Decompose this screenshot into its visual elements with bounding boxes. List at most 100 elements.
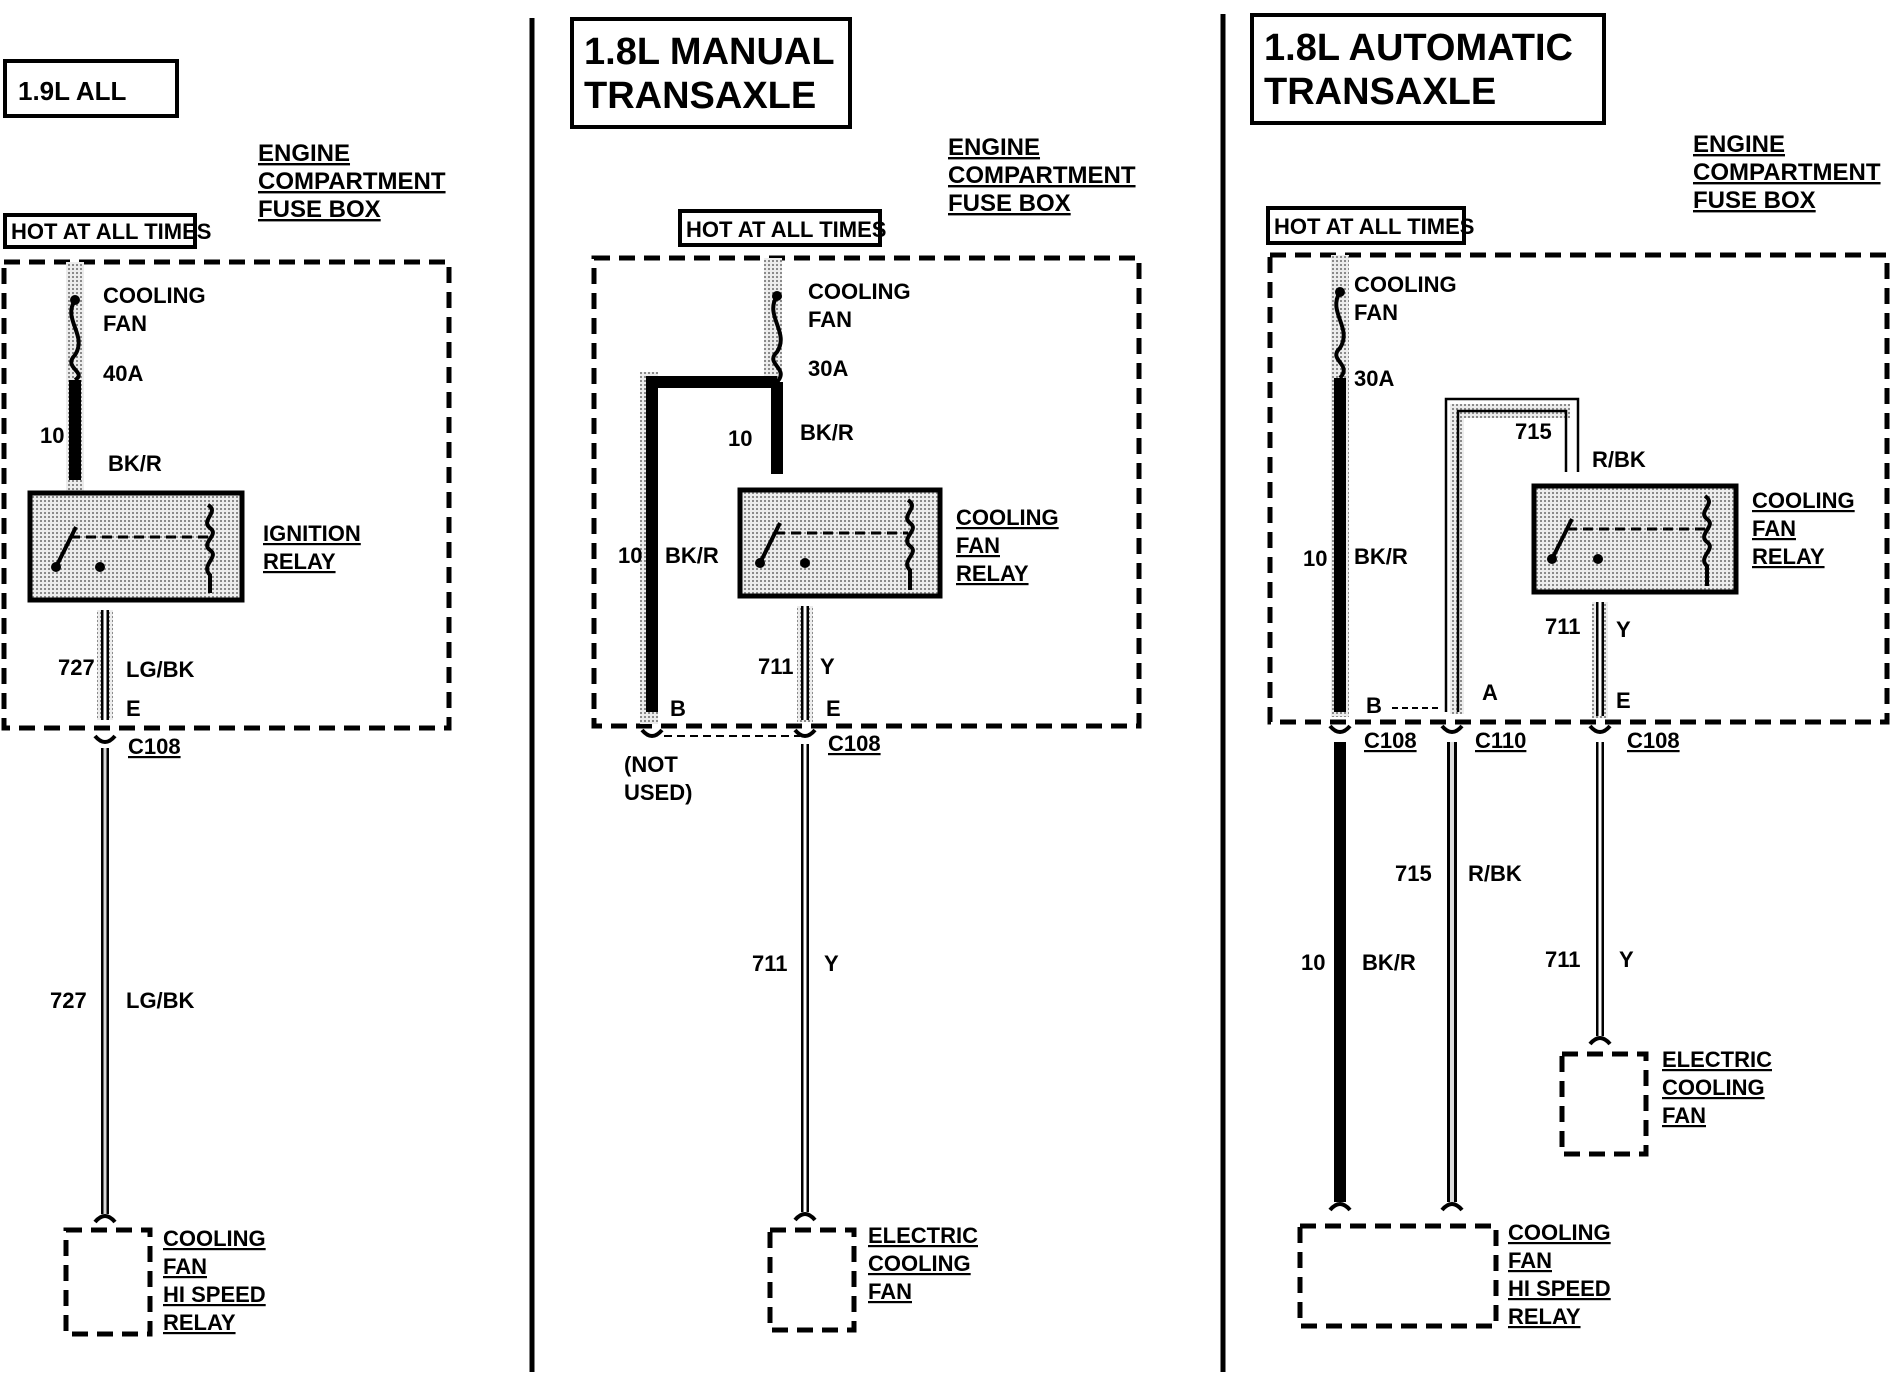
branch-wire [646,376,777,712]
feed-circuit-number: 10 [1303,546,1327,571]
connector-symbol [1328,1202,1352,1212]
load-label: RELAY [1508,1304,1581,1329]
connector-symbol [1588,724,1612,734]
load-label: ELECTRIC [868,1223,978,1248]
fuse-rating: 30A [1354,366,1394,391]
coil-feed-wire [1456,409,1568,712]
fuse-box-label: COMPARTMENT [948,162,1136,189]
fuse-rating: 40A [103,361,143,386]
coil-feed-wire [1444,397,1580,712]
relay-contact-point [1593,554,1603,564]
connector-label: C108 [1364,728,1417,753]
relay-contact-point [755,558,765,568]
relay-label: RELAY [956,561,1029,586]
fuse-box-label: ENGINE [1693,131,1785,158]
panel-1-8l-automatic: 1.8L AUTOMATIC TRANSAXLE ENGINE COMPARTM… [1250,13,1890,1329]
connector-symbol [793,728,817,738]
coil-circuit-number: 715 [1515,419,1552,444]
fuse-box-label: FUSE BOX [948,190,1071,217]
output-wire-color: Y [820,654,835,679]
fuse-box-outline [1,259,452,731]
fuse-symbol [1334,290,1346,380]
relay-label: COOLING [1752,488,1855,513]
feed-wire-color: BK/R [800,420,854,445]
connector-label: C110 [1475,728,1526,753]
load-label: COOLING [1508,1220,1611,1245]
fuse-name: FAN [103,311,147,336]
relay-contact [1550,518,1574,560]
harness-wire-color: Y [1619,947,1634,972]
panel-title: 1.8L MANUAL [584,31,835,73]
pin-label: B [1366,693,1382,718]
hot-at-all-times-box [678,209,882,247]
output-wire-color: LG/BK [126,657,195,682]
hot-at-all-times-label: HOT AT ALL TIMES [1274,214,1474,239]
cooling-fan-relay [1531,483,1739,595]
fuse-symbol [69,298,81,382]
relay-contact-point [800,558,810,568]
coil-wire-color: R/BK [1592,447,1646,472]
load-label: FAN [1508,1248,1552,1273]
load-label: FAN [1662,1103,1706,1128]
harness-circuit-number: 711 [752,951,788,976]
connector-symbol [1440,724,1464,734]
relay-label: RELAY [263,549,336,574]
pin-label: E [1616,688,1631,713]
fuse-box-label: COMPARTMENT [258,168,446,195]
relay-contact-point [51,562,61,572]
fuse-rating: 30A [808,356,848,381]
connector-symbol [1328,724,1352,734]
panel-title-box [3,59,179,118]
load-component-box [767,1227,857,1333]
fuse-box-label: ENGINE [948,134,1040,161]
pin-label: E [826,696,841,721]
relay-coil [1702,494,1712,586]
load-label: HI SPEED [1508,1276,1611,1301]
output-circuit-number: 711 [758,654,794,679]
relay-contact-point [1547,554,1557,564]
harness-circuit-number: 715 [1395,861,1432,886]
panel-title: 1.8L AUTOMATIC [1264,27,1573,69]
panel-title: TRANSAXLE [1264,71,1496,113]
harness-wire-color: LG/BK [126,988,195,1013]
harness-circuit-number: 727 [50,988,87,1013]
relay-label: COOLING [956,505,1059,530]
relay-label: FAN [1752,516,1796,541]
load-label: HI SPEED [163,1282,266,1307]
not-used-label: USED) [624,780,692,805]
fuse-name: COOLING [808,279,911,304]
pin-label: A [1482,680,1498,705]
harness-wire-color: Y [824,951,839,976]
connector-symbol [93,1214,117,1224]
load-label: COOLING [163,1226,266,1251]
harness-wire-color: R/BK [1468,861,1522,886]
connector-symbol [793,1212,817,1222]
connector-symbol [640,728,664,738]
load-label: FAN [868,1279,912,1304]
harness-circuit-number: 10 [1301,950,1325,975]
pin-label: B [670,696,686,721]
feed-wire-color: BK/R [108,451,162,476]
relay-label: IGNITION [263,521,361,546]
fuse-name: FAN [1354,300,1398,325]
panel-1-8l-manual: 1.8L MANUAL TRANSAXLE ENGINE COMPARTMENT… [570,17,1142,1333]
connector-symbol [1440,1202,1464,1212]
panel-title-box [570,17,852,129]
branch-circuit-number: 10 [618,543,642,568]
load-label: FAN [163,1254,207,1279]
panel-title: TRANSAXLE [584,75,816,117]
hot-at-all-times-label: HOT AT ALL TIMES [686,217,886,242]
load-component-box [1297,1223,1499,1329]
connector-symbol [93,734,117,744]
fuse-box-outline [1267,252,1890,725]
load-component-box [63,1227,153,1337]
load-label: RELAY [163,1310,236,1335]
fuse-box-label: ENGINE [258,140,350,167]
fuse-name: FAN [808,307,852,332]
fuse-box-label: FUSE BOX [258,196,381,223]
fuse-name: COOLING [1354,272,1457,297]
hot-at-all-times-box [1266,206,1466,245]
pin-label: E [126,696,141,721]
output-wire-color: Y [1616,617,1631,642]
